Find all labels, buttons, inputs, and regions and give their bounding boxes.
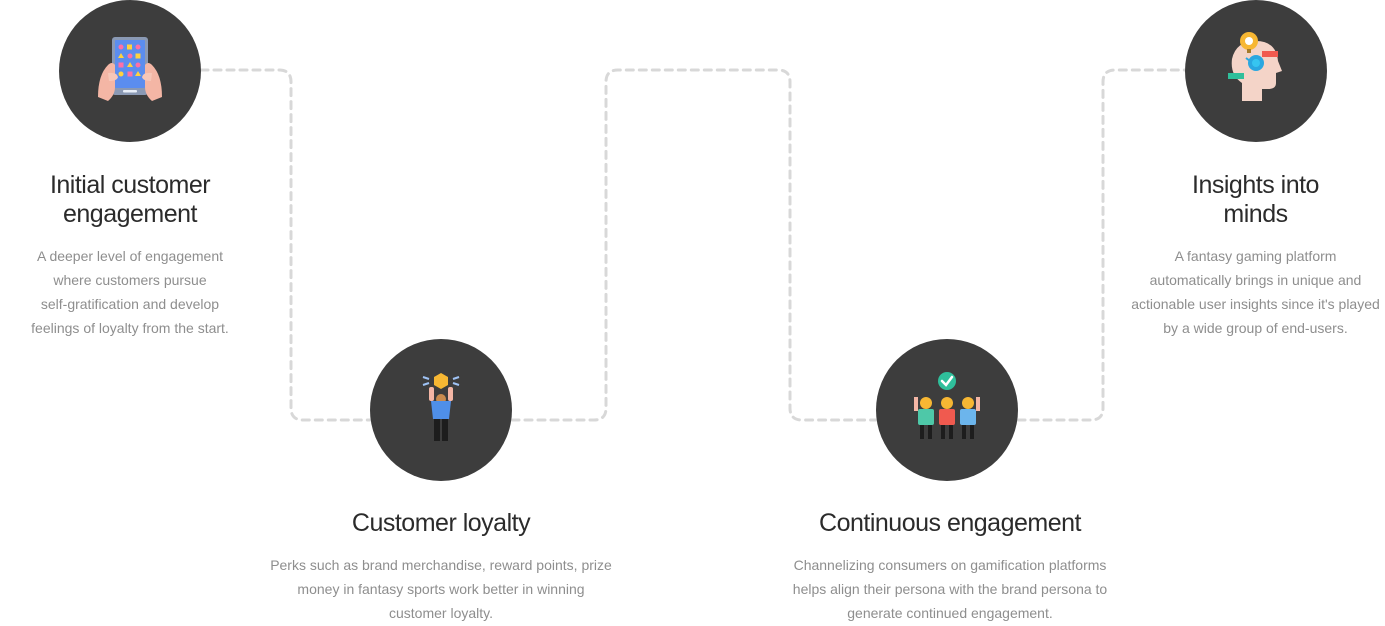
head-insight-icon [1228, 32, 1282, 101]
step-1-title-line-2: engagement [62, 200, 198, 228]
tablet-hands-icon [98, 37, 162, 101]
step-3-title: Continuous engagement [765, 509, 1135, 538]
step-3-icon-circle [876, 339, 1018, 481]
step-3-desc-line: Channelizing consumers on gamification p… [793, 557, 1107, 573]
step-3-desc-line: generate continued engagement. [847, 605, 1053, 621]
step-4-desc-line: automatically brings in unique and [1149, 272, 1362, 288]
step-3-desc-line: helps align their persona with the brand… [792, 581, 1108, 597]
step-4-icon-circle [1185, 0, 1327, 142]
step-2-desc-line: customer loyalty. [389, 605, 493, 621]
step-4-description: A fantasy gaming platform automatically … [1126, 244, 1385, 340]
step-1-icon-circle [59, 0, 201, 142]
step-2-title: Customer loyalty [256, 509, 626, 538]
trophy-person-icon [422, 373, 460, 441]
step-2-title-text: Customer loyalty [351, 509, 531, 537]
step-4-title: Insights into minds [1126, 171, 1385, 229]
step-2-desc-line: Perks such as brand merchandise, reward … [270, 557, 612, 573]
step-1-title: Initial customer engagement [0, 171, 260, 229]
step-3-description: Channelizing consumers on gamification p… [765, 553, 1135, 625]
step-4-title-line-2: minds [1223, 200, 1288, 228]
step-2-icon-circle [370, 339, 512, 481]
team-check-icon [914, 372, 980, 439]
step-1-desc-line: self-gratification and develop [40, 296, 220, 312]
step-1-title-line-1: Initial customer [49, 171, 211, 199]
step-1-desc-line: A deeper level of engagement [36, 248, 224, 264]
step-2-description: Perks such as brand merchandise, reward … [256, 553, 626, 625]
step-4-desc-line: A fantasy gaming platform [1174, 248, 1337, 264]
step-4-desc-line: by a wide group of end-users. [1163, 320, 1348, 336]
step-4-title-line-1: Insights into [1192, 171, 1319, 199]
step-3-title-text: Continuous engagement [819, 509, 1081, 537]
step-1-desc-line: where customers pursue [53, 272, 207, 288]
step-1-desc-line: feelings of loyalty from the start. [31, 320, 229, 336]
step-1-description: A deeper level of engagement where custo… [0, 244, 260, 340]
step-4-desc-line: actionable user insights since it's play… [1131, 296, 1380, 312]
step-2-desc-line: money in fantasy sports work better in w… [297, 581, 585, 597]
